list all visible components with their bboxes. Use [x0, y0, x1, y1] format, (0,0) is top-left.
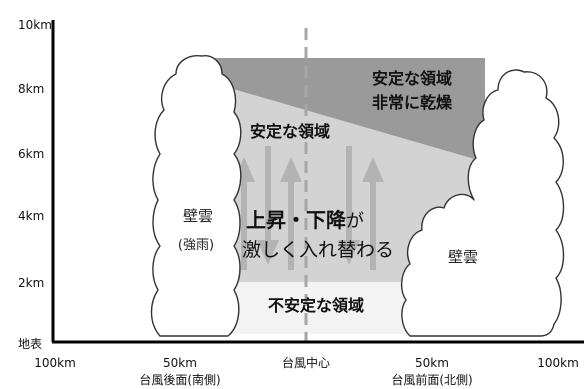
up-arrow — [280, 157, 302, 270]
mixing-label-line1: 上昇・下降が — [246, 208, 364, 232]
up-arrow — [362, 157, 384, 270]
upper-region-label-line1: 安定な領域 — [372, 69, 452, 88]
downdraft-arrows — [257, 146, 360, 265]
y-tick-label: 4km — [18, 209, 44, 223]
right-cloud-label: 壁雲 — [448, 248, 478, 266]
lower-region-label: 不安定な領域 — [268, 296, 364, 315]
mixing-label-bold: 上昇・下降 — [246, 208, 347, 232]
mixing-label-line2: 激しく入れ替わる — [242, 239, 394, 261]
x-sublabel-left: 台風後面(南側) — [139, 372, 220, 387]
dark-dry-region — [209, 58, 485, 162]
x-tick-label: 100km — [537, 356, 579, 370]
left-wall-cloud — [150, 55, 242, 337]
x-tick-label: 100km — [34, 356, 76, 370]
left-cloud-sublabel: (強雨) — [178, 238, 214, 253]
x-tick-label: 50km — [163, 356, 197, 370]
ground-label: 地表 — [18, 337, 42, 351]
down-arrow — [338, 146, 360, 265]
y-tick-label: 8km — [18, 82, 44, 96]
y-tick-label: 2km — [18, 276, 44, 290]
x-tick-label: 台風中心 — [282, 355, 330, 370]
y-tick-label: 6km — [18, 147, 44, 161]
down-arrow — [257, 146, 279, 265]
middle-region-label: 安定な領域 — [250, 122, 330, 141]
mixing-label-suffix: が — [346, 211, 364, 232]
x-sublabel-right: 台風前面(北側) — [391, 372, 472, 387]
upper-region-label-line2: 非常に乾燥 — [372, 93, 453, 112]
right-wall-cloud — [400, 69, 565, 337]
updraft-arrows — [233, 157, 384, 270]
x-tick-label: 50km — [415, 356, 449, 370]
left-cloud-label: 壁雲 — [183, 207, 213, 225]
y-tick-label: 10km — [18, 18, 52, 32]
